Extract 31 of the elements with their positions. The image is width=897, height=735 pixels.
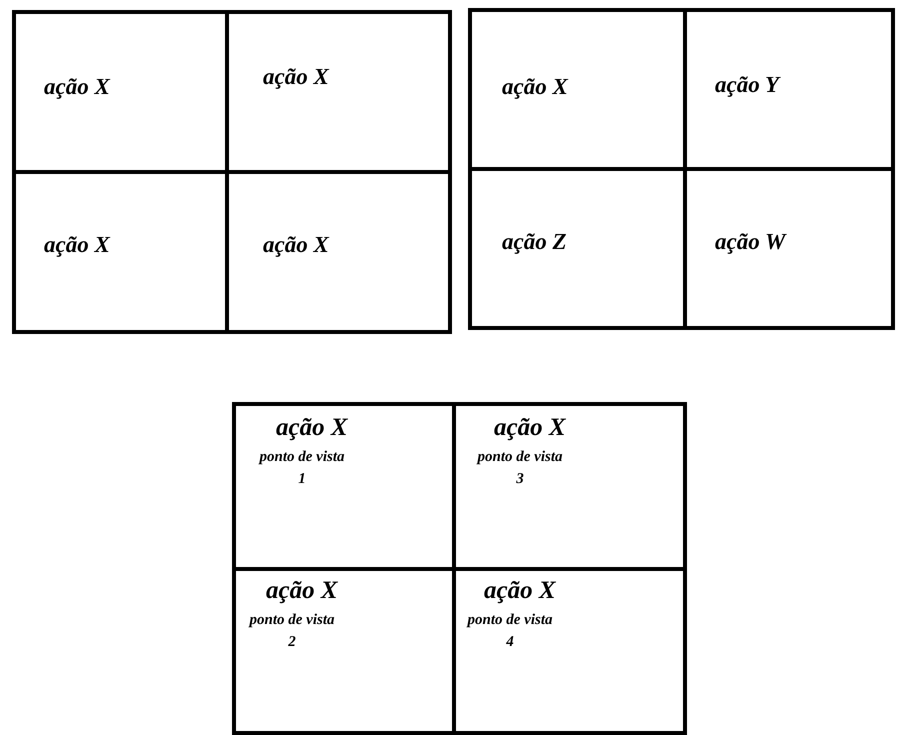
action-label: ação X xyxy=(502,74,568,100)
grid-panel xyxy=(452,567,685,733)
viewpoint-label: ponto de vista 2 xyxy=(248,611,336,652)
action-label: ação X xyxy=(494,414,566,442)
grid-panel xyxy=(225,170,450,332)
grid-panel xyxy=(225,12,450,174)
action-label: ação Y xyxy=(715,72,780,98)
action-label: ação W xyxy=(715,229,786,255)
action-label: ação X xyxy=(266,577,338,605)
action-label: ação X xyxy=(44,232,110,258)
viewpoint-label: ponto de vista 3 xyxy=(476,448,564,489)
action-label: ação X xyxy=(44,74,110,100)
grid-panel xyxy=(14,170,229,332)
action-label: ação X xyxy=(263,64,329,90)
grid-panel xyxy=(452,404,685,571)
action-label: ação X xyxy=(263,232,329,258)
grid-panel xyxy=(683,167,893,328)
viewpoint-label: ponto de vista 4 xyxy=(466,611,554,652)
grid-panel xyxy=(14,12,229,174)
viewpoint-label: ponto de vista 1 xyxy=(258,448,346,489)
grid-frame xyxy=(232,402,687,735)
grid-panel xyxy=(234,567,456,733)
action-label: ação X xyxy=(484,577,556,605)
grid-panel xyxy=(234,404,456,571)
grid-frame xyxy=(468,8,895,330)
action-label: ação Z xyxy=(502,229,567,255)
grid-panel xyxy=(470,167,687,328)
grid-panel xyxy=(683,10,893,171)
grid-panel xyxy=(470,10,687,171)
action-label: ação X xyxy=(276,414,348,442)
grid-frame xyxy=(12,10,452,334)
